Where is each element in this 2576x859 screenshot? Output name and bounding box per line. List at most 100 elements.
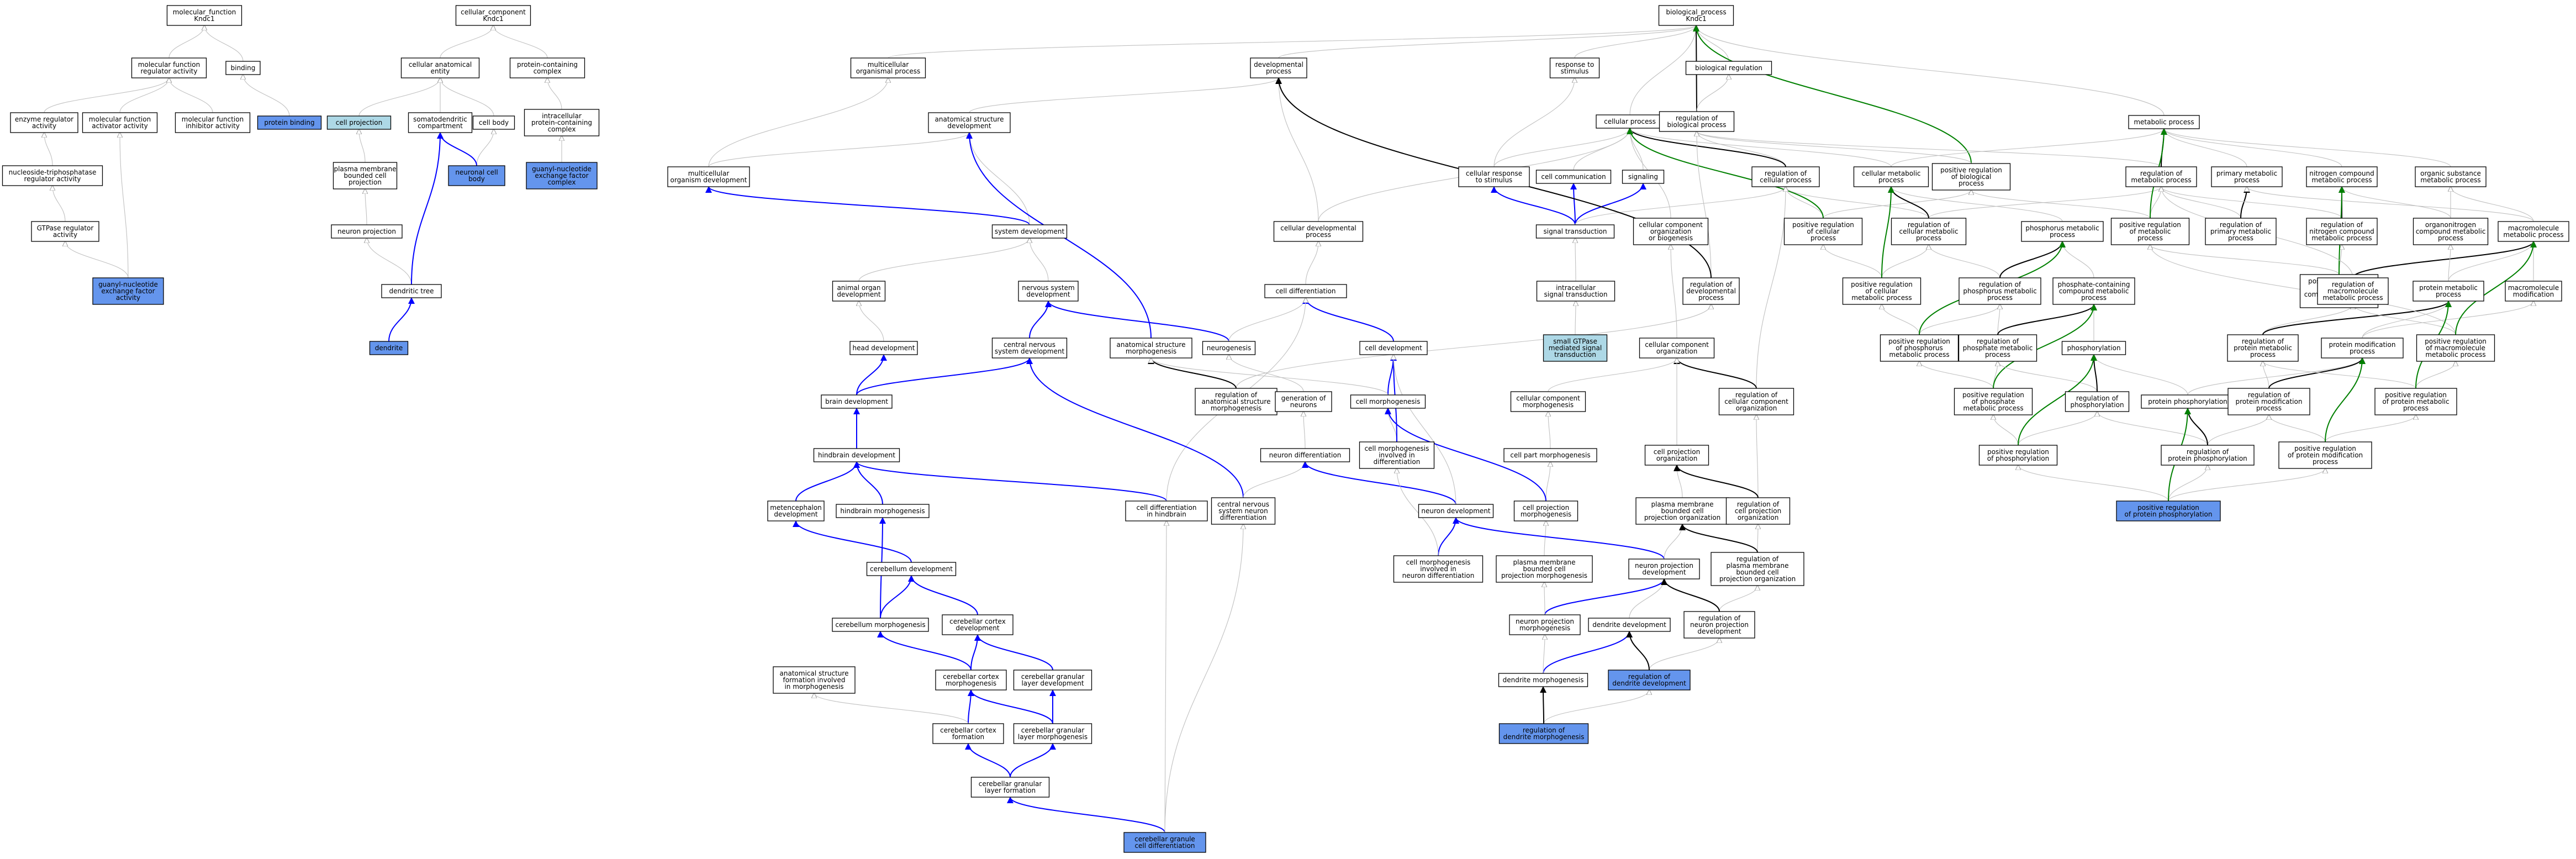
node-box: [2306, 218, 2378, 245]
node-label-line: organization: [1738, 514, 1779, 521]
edge-is-a: [1971, 190, 2151, 219]
node-label-line: organismal process: [856, 67, 921, 75]
edge-part-of: [974, 634, 1053, 671]
node-label-line: macromolecule: [2327, 287, 2378, 295]
node-box: [1123, 832, 1206, 853]
node-label-line: positive regulation: [2137, 504, 2199, 512]
node-box: [92, 277, 164, 305]
node-box: [1359, 341, 1428, 355]
node-box: [131, 57, 207, 78]
node-label-line: regulation of: [2248, 391, 2290, 399]
node-box: [526, 162, 598, 189]
node-label-line: protein phosphorylation: [2168, 455, 2247, 462]
node-label-line: metabolic process: [2503, 231, 2563, 239]
edge-is-a: [1544, 521, 1546, 556]
node-label-line: phosphate metabolic: [1963, 344, 2033, 352]
node-box: [332, 162, 398, 189]
edge-is-a: [1786, 187, 1929, 219]
node-box: [2128, 115, 2200, 129]
node-label-line: neuron differentiation: [1402, 572, 1475, 579]
edge-is-a: [1397, 468, 1439, 556]
node-label-line: projection morphogenesis: [1501, 572, 1587, 579]
node-label-line: process: [2436, 291, 2461, 298]
edge-is-a: [1882, 304, 1920, 335]
node-box: [1622, 170, 1665, 184]
edge-is-a: [243, 75, 290, 117]
node-label-line: dendrite morphogenesis: [1503, 733, 1585, 741]
node-label: dendrite morphogenesis: [1503, 676, 1584, 684]
node-label-line: process: [2403, 404, 2429, 412]
node-label-line: of protein modification: [2288, 451, 2363, 459]
node-label-line: cell differentiation: [1134, 842, 1195, 850]
node-label-line: cerebellum development: [870, 565, 953, 573]
edge-is-a: [2097, 412, 2208, 446]
go-term-node-sig-trans: signal transduction: [1535, 224, 1615, 239]
node-box: [2505, 281, 2562, 302]
node-label-line: organization: [1650, 228, 1692, 235]
node-label-line: organism development: [671, 176, 747, 184]
node-label-line: regulation of: [2220, 221, 2262, 229]
node-label-line: morphogenesis: [1523, 401, 1574, 409]
node-box: [408, 112, 473, 133]
node-label-line: regulation of: [1736, 555, 1779, 563]
node-label-line: of cellular: [1865, 287, 1898, 295]
node-box: [932, 723, 1004, 744]
node-label-line: projection organization: [1644, 514, 1720, 521]
node-label: cell morphogenesis: [1356, 398, 1421, 405]
node-label-line: system development: [995, 347, 1065, 355]
node-box: [166, 5, 242, 26]
node-label-line: plasma membrane: [334, 165, 396, 173]
edge-is-a: [2415, 361, 2456, 389]
node-label-line: nucleoside-triphosphatase: [9, 168, 97, 176]
node-label-line: formation involved: [783, 676, 846, 684]
node-box: [1125, 500, 1208, 521]
edge-part-of: [1453, 517, 1665, 560]
edge-is-a: [44, 133, 53, 166]
node-label-line: regulation of: [1979, 281, 2021, 288]
edge-is-a: [2168, 468, 2325, 502]
node-box: [2227, 388, 2310, 415]
node-box: [850, 57, 926, 78]
edge-part-of: [1438, 517, 1459, 556]
node-box: [2413, 218, 2489, 245]
node-box: [1498, 673, 1588, 687]
node-label-line: metabolic process: [2322, 294, 2383, 302]
go-term-node-phosphorylation: phosphorylation: [2061, 341, 2126, 355]
edge-part-of: [795, 461, 860, 502]
node-label: biological regulation: [1695, 64, 1762, 72]
node-label-line: activity: [116, 294, 140, 302]
edge-is-a: [1543, 635, 1545, 674]
node-label-line: metencephalon: [770, 504, 822, 512]
node-label: hindbrain development: [818, 451, 895, 459]
edge-is-a: [1697, 131, 2162, 167]
node-box: [10, 112, 78, 133]
node-label-line: plasma membrane: [1513, 558, 1575, 566]
edge-is-a: [858, 238, 1030, 282]
node-box: [832, 281, 886, 302]
node-box: [1880, 334, 1959, 362]
edge-is-a: [1919, 304, 2000, 335]
